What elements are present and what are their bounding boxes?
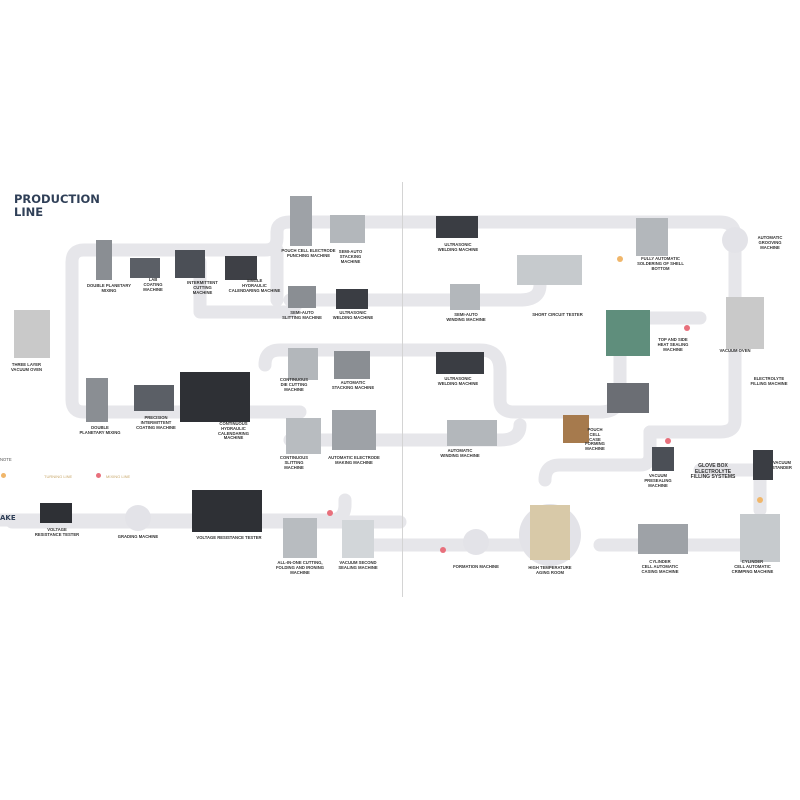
label-semi-slitting: SEMI-AUTO SLITTING MACHINE: [282, 310, 322, 320]
label-vacuum-second: VACUUM SECOND SEALING MACHINE: [338, 560, 378, 570]
label-continuous-calendaring: CONTINUOUS HYDRAULIC CALENDARING MACHINE: [218, 421, 249, 441]
label-auto-stacking: AUTOMATIC STACKING MACHINE: [331, 380, 375, 390]
label-grading: GRADING MACHINE: [117, 534, 159, 539]
label-auto-electrode: AUTOMATIC ELECTRODE MAKING MACHINE: [328, 455, 380, 465]
note-label: NOTE: [0, 457, 12, 462]
label-formation: FORMATION MACHINE: [453, 564, 499, 569]
label-voltage-tester-big: VOLTAGE RESISTANCE TESTER: [196, 535, 262, 540]
label-glove-box: GLOVE BOX ELECTROLYTE FILLING SYSTEMS: [690, 463, 736, 481]
label-vacuum-stander: VACUUM STANDER: [772, 460, 792, 470]
label-short-circuit: SHORT CIRCUIT TESTER: [532, 312, 583, 317]
legend-dot-b: [96, 473, 101, 478]
label-lab-coating: LAB COATING MACHINE: [143, 277, 163, 292]
label-double-planetary-bottom: DOUBLE PLANETARY MIXING: [79, 425, 121, 435]
label-ultrasonic-welding-r1: ULTRASONIC WELDING MACHINE: [437, 242, 479, 252]
machines: [14, 196, 780, 562]
legend-item-a: TURNING LINE: [44, 474, 73, 479]
legend-dot-a: [1, 473, 6, 478]
page-title: PRODUCTION LINE: [14, 192, 100, 219]
side-text: AKE: [0, 514, 16, 522]
hex-markers: [327, 256, 763, 553]
label-crimping: CYLINDER CELL AUTOMATIC CRIMPING MACHINE: [731, 559, 774, 574]
label-pouch-punching: POUCH CELL ELECTRODE PUNCHING MACHINE: [281, 248, 336, 258]
label-semi-winding: SEMI-AUTO WINDING MACHINE: [446, 312, 486, 322]
label-ultrasonic-welding-r2: ULTRASONIC WELDING MACHINE: [437, 376, 479, 386]
page-divider: [402, 182, 403, 597]
label-all-in-one: ALL-IN-ONE CUTTING, FOLDING AND IRONING …: [276, 560, 324, 575]
label-electrolyte-filling: ELECTROLYTE FILLING MACHINE: [750, 376, 788, 386]
label-vacuum-presealing: VACUUM PRESEALING MACHINE: [644, 473, 672, 488]
label-auto-grooving: AUTOMATIC GROOVING MACHINE: [757, 235, 783, 250]
label-top-side-sealing: TOP AND SIDE HEAT SEALING MACHINE: [657, 337, 689, 352]
legend-item-b: MIXING LINE: [106, 474, 131, 479]
label-intermittent-cutting: INTERMITTENT CUTTING MACHINE: [187, 280, 218, 295]
label-single-calendaring: SINGLE HYDRAULIC CALENDARING MACHINE: [228, 278, 281, 293]
label-casing: CYLINDER CELL AUTOMATIC CASING MACHINE: [641, 559, 679, 574]
label-continuous-slitting: CONTINUOUS SLITTING MACHINE: [279, 455, 309, 470]
label-voltage-tester-small: VOLTAGE RESISTANCE TESTER: [34, 527, 80, 537]
label-die-cutting: CONTINUOUS DIE CUTTING MACHINE: [279, 377, 309, 392]
label-pouch-forming: POUCH CELL CASE FORMING MACHINE: [585, 427, 605, 452]
label-three-layer-oven: THREE LAYER VACUUM OVEN: [10, 362, 43, 372]
label-ultrasonic-welding-1: ULTRASONIC WELDING MACHINE: [332, 310, 374, 320]
label-vacuum-oven: VACUUM OVEN: [719, 348, 751, 353]
label-fully-soldering: FULLY AUTOMATIC SOLDERING OF SHELL BOTTO…: [637, 256, 684, 271]
label-double-planetary-top: DOUBLE PLANETARY MIXING: [87, 283, 131, 293]
label-aging-room: HIGH TEMPERATURE AGING ROOM: [528, 565, 572, 575]
label-precision-coating: PRECISION INTERMITTENT COATING MACHINE: [136, 415, 176, 430]
label-auto-winding: AUTOMATIC WINDING MACHINE: [440, 448, 480, 458]
label-semi-stacking: SEMI-AUTO STACKING MACHINE: [338, 249, 363, 264]
